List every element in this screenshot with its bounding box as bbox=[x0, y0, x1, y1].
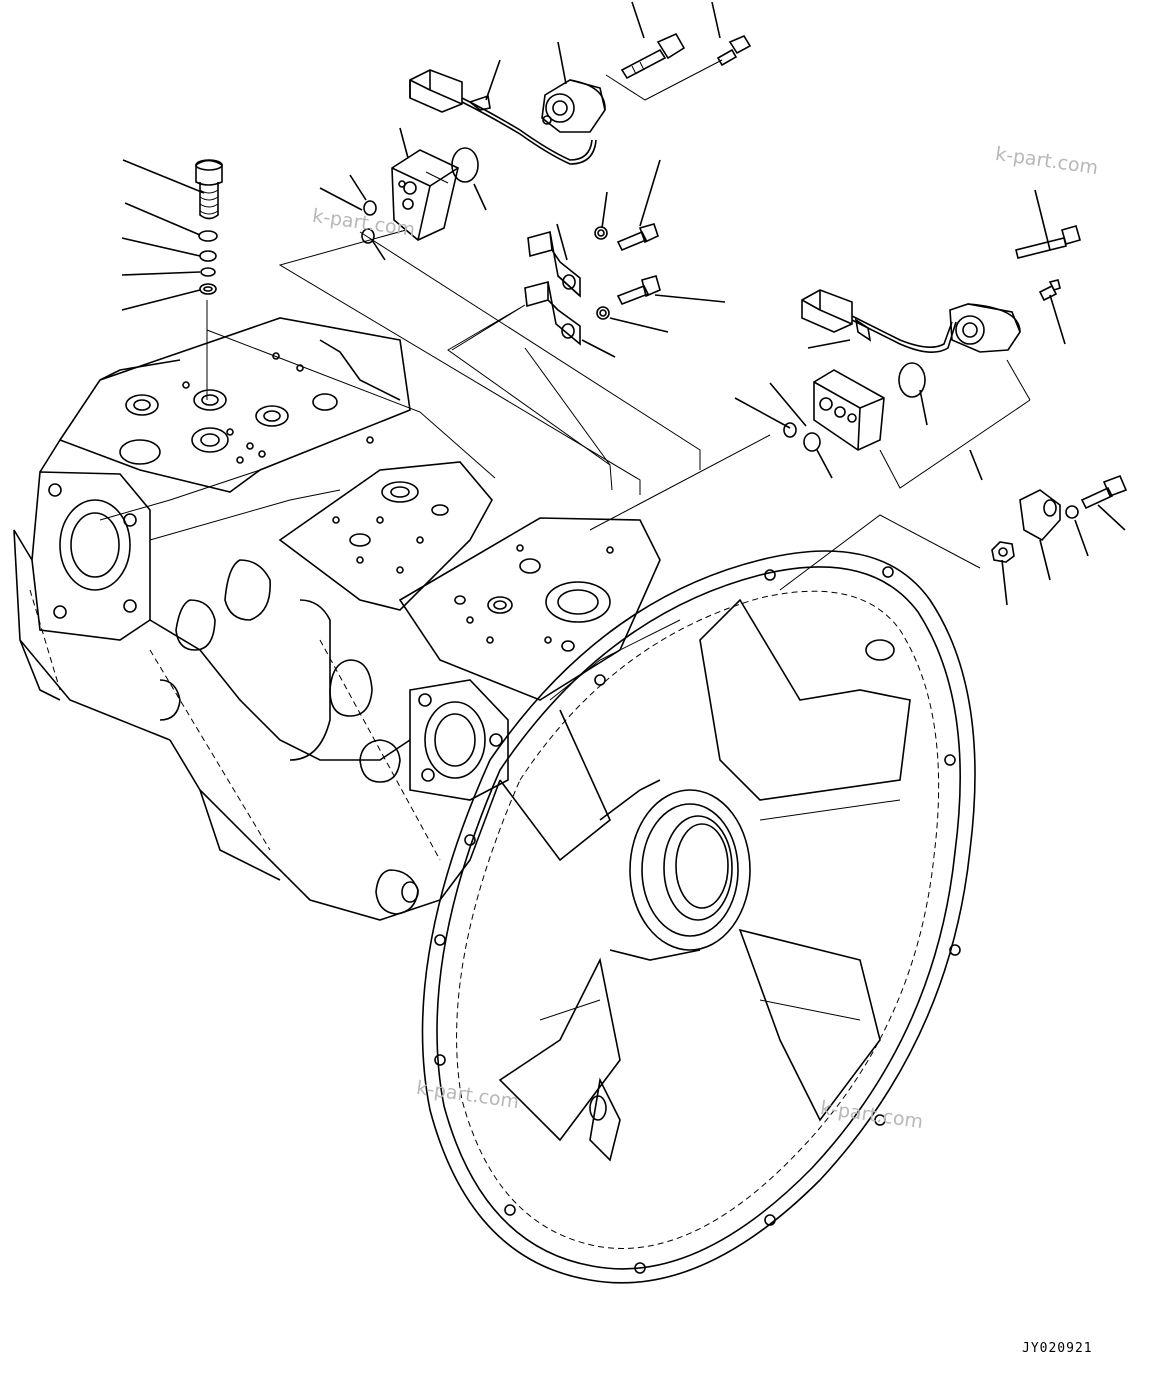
o-ring-right bbox=[898, 362, 926, 398]
o-ring-right-a bbox=[783, 422, 797, 438]
flywheel-housing bbox=[421, 550, 976, 1284]
bolt-right-bottom bbox=[1080, 474, 1128, 510]
drawing-reference-code: JY020921 bbox=[1022, 1341, 1093, 1356]
washer-right bbox=[1065, 505, 1079, 519]
plug-stack-left bbox=[195, 159, 223, 295]
bolt-upper-short bbox=[716, 34, 752, 67]
washer-and-bolts-middle bbox=[594, 223, 661, 320]
nut-right bbox=[991, 541, 1015, 563]
solenoid-valve-upper bbox=[409, 69, 606, 165]
valve-block-right bbox=[813, 369, 885, 451]
leader-lines bbox=[121, 1, 1126, 606]
bracket-right bbox=[1019, 489, 1061, 542]
o-ring-small-a bbox=[363, 200, 377, 216]
bracket-upper bbox=[527, 230, 581, 298]
o-ring-small-b bbox=[361, 228, 375, 244]
bolt-upper-long bbox=[620, 32, 686, 80]
bracket-lower bbox=[524, 280, 581, 346]
valve-block-upper bbox=[391, 149, 459, 241]
solenoid-valve-right bbox=[801, 289, 1021, 353]
o-ring-right-b bbox=[803, 432, 821, 452]
bolt-right-long bbox=[1015, 225, 1081, 259]
hydraulic-pump-body bbox=[13, 317, 661, 921]
assembly-lines bbox=[206, 59, 1031, 591]
bolt-right-short bbox=[1038, 279, 1061, 302]
